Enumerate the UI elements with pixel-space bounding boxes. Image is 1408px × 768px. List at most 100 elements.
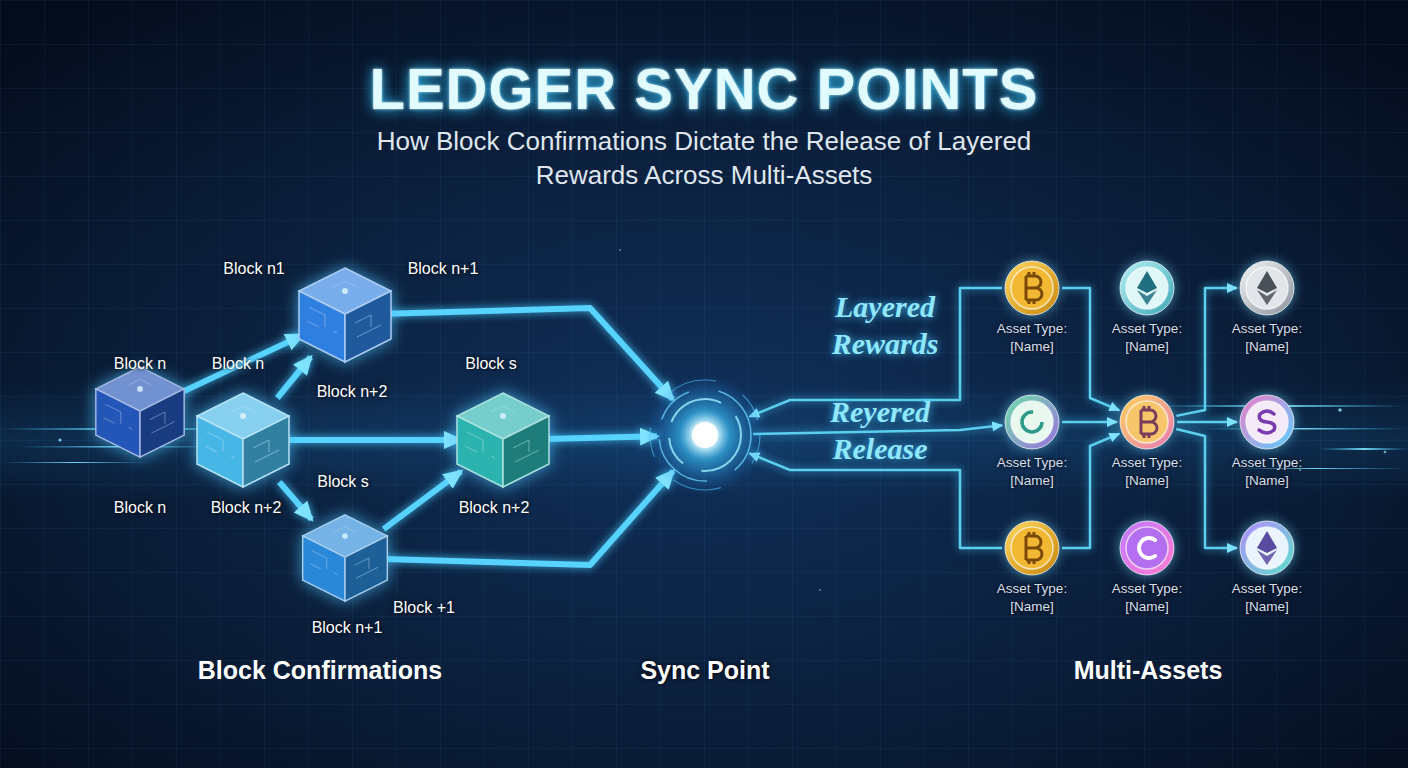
cube-face: [96, 389, 140, 457]
coin-face: [1126, 401, 1168, 443]
cube-face: [243, 416, 289, 487]
sync-ring: [669, 399, 741, 471]
coin-symbol: [1139, 538, 1155, 558]
block-label: Block s: [465, 355, 517, 373]
coin-rim: [1120, 261, 1174, 315]
cube-shape: [193, 390, 293, 490]
coin-shape: [1119, 394, 1175, 450]
asset-label: Asset Type: [Name]: [1097, 580, 1197, 616]
coin-symbol: [1257, 550, 1277, 565]
cube-face: [345, 536, 387, 601]
cube-face: [299, 291, 345, 362]
cube-light: [342, 533, 348, 539]
asset-coin: Asset Type: [Name]: [1119, 394, 1175, 450]
cube-face: [303, 536, 345, 601]
coin-symbol: [1259, 411, 1275, 433]
flow-arrow: [1062, 434, 1119, 548]
circuit-detail: [104, 379, 175, 433]
sync-ring: [650, 380, 760, 490]
coin-face: [1246, 527, 1288, 569]
block-cube: Block sBlock n+2: [453, 390, 553, 490]
cube-face: [345, 291, 391, 362]
block-label: Block n: [114, 355, 166, 373]
asset-coin: Asset Type: [Name]: [1004, 394, 1060, 450]
diagram-title: LEDGER SYNC POINTS: [370, 55, 1039, 122]
circuit-detail: [465, 406, 539, 462]
block-label: Block n: [212, 355, 264, 373]
coin-face: [1011, 401, 1053, 443]
asset-coin: Asset Type: [Name]: [1004, 520, 1060, 576]
block-label: Block +1: [393, 599, 455, 617]
asset-label: Asset Type: [Name]: [982, 320, 1082, 356]
block-cube: Block nBlock n+2: [193, 390, 293, 490]
coin-symbol: [1026, 272, 1042, 304]
coin-rim: [1240, 261, 1294, 315]
coin-face: [1126, 527, 1168, 569]
flow-label: Layered Rewards: [815, 288, 955, 362]
flow-arrow: [1176, 429, 1237, 548]
coin-symbol: [1137, 290, 1157, 305]
sync-point: Sync Point: [645, 375, 765, 495]
block-cube: Block nBlock n: [92, 364, 188, 460]
block-label: Block s: [317, 473, 369, 491]
coin-rim: [1005, 521, 1059, 575]
coin-rim: [1240, 395, 1294, 449]
flow-arrow: [1176, 288, 1237, 416]
coin-symbol: [1141, 406, 1157, 438]
asset-label: Asset Type: [Name]: [1217, 454, 1317, 490]
coin-shape: [1004, 520, 1060, 576]
flow-label: Reyered Release: [810, 393, 950, 467]
asset-coin: Asset Type: [Name]: [1004, 260, 1060, 316]
cube-shape: [299, 512, 391, 604]
cube-light: [137, 386, 143, 392]
coin-face: [1011, 527, 1053, 569]
asset-coin: Asset Type: [Name]: [1239, 394, 1295, 450]
coin-rim: [1005, 395, 1059, 449]
coin-symbol: [1137, 271, 1157, 293]
sync-core: [692, 422, 718, 448]
coin-shape: [1119, 520, 1175, 576]
block-cube: Block n1Block n+1Block n+2: [295, 265, 395, 365]
cube-shape: [295, 265, 395, 365]
coin-symbol: [1022, 412, 1042, 432]
asset-label: Asset Type: [Name]: [1097, 454, 1197, 490]
coin-shape: [1239, 260, 1295, 316]
light-particles: [58, 249, 1386, 591]
block-label: Block n+1: [408, 260, 479, 278]
flow-arrow: [545, 436, 657, 439]
block-cube: Block sBlock +1Block n+1: [299, 512, 391, 604]
coin-rim: [1120, 395, 1174, 449]
coin-shape: [1004, 260, 1060, 316]
coin-rim: [1240, 521, 1294, 575]
block-label: Block n: [114, 499, 166, 517]
cube-light: [500, 413, 506, 419]
flow-arrow: [279, 482, 311, 519]
asset-label: Asset Type: [Name]: [1217, 320, 1317, 356]
cube-face: [197, 416, 243, 487]
flow-arrow: [285, 437, 461, 443]
flow-arrow: [384, 471, 461, 529]
flow-arrow: [749, 453, 1002, 548]
coin-symbol: [1257, 271, 1277, 293]
cube-light: [342, 288, 348, 294]
sync-ring: [659, 389, 751, 481]
coin-face: [1246, 267, 1288, 309]
coin-symbol: [1257, 290, 1277, 305]
asset-coin: Asset Type: [Name]: [1119, 520, 1175, 576]
flow-arrow: [1177, 421, 1237, 424]
cube-light: [240, 413, 246, 419]
block-label: Block n+1: [312, 619, 383, 637]
coin-shape: [1239, 394, 1295, 450]
coin-shape: [1239, 520, 1295, 576]
coin-shape: [1119, 260, 1175, 316]
flow-arrow: [387, 308, 673, 399]
asset-coin: Asset Type: [Name]: [1239, 520, 1295, 576]
column-heading: Block Confirmations: [198, 656, 442, 685]
sync-glow: [645, 375, 765, 495]
flow-arrow: [1062, 288, 1119, 410]
coin-symbol: [1026, 532, 1042, 564]
cube-face: [140, 389, 184, 457]
